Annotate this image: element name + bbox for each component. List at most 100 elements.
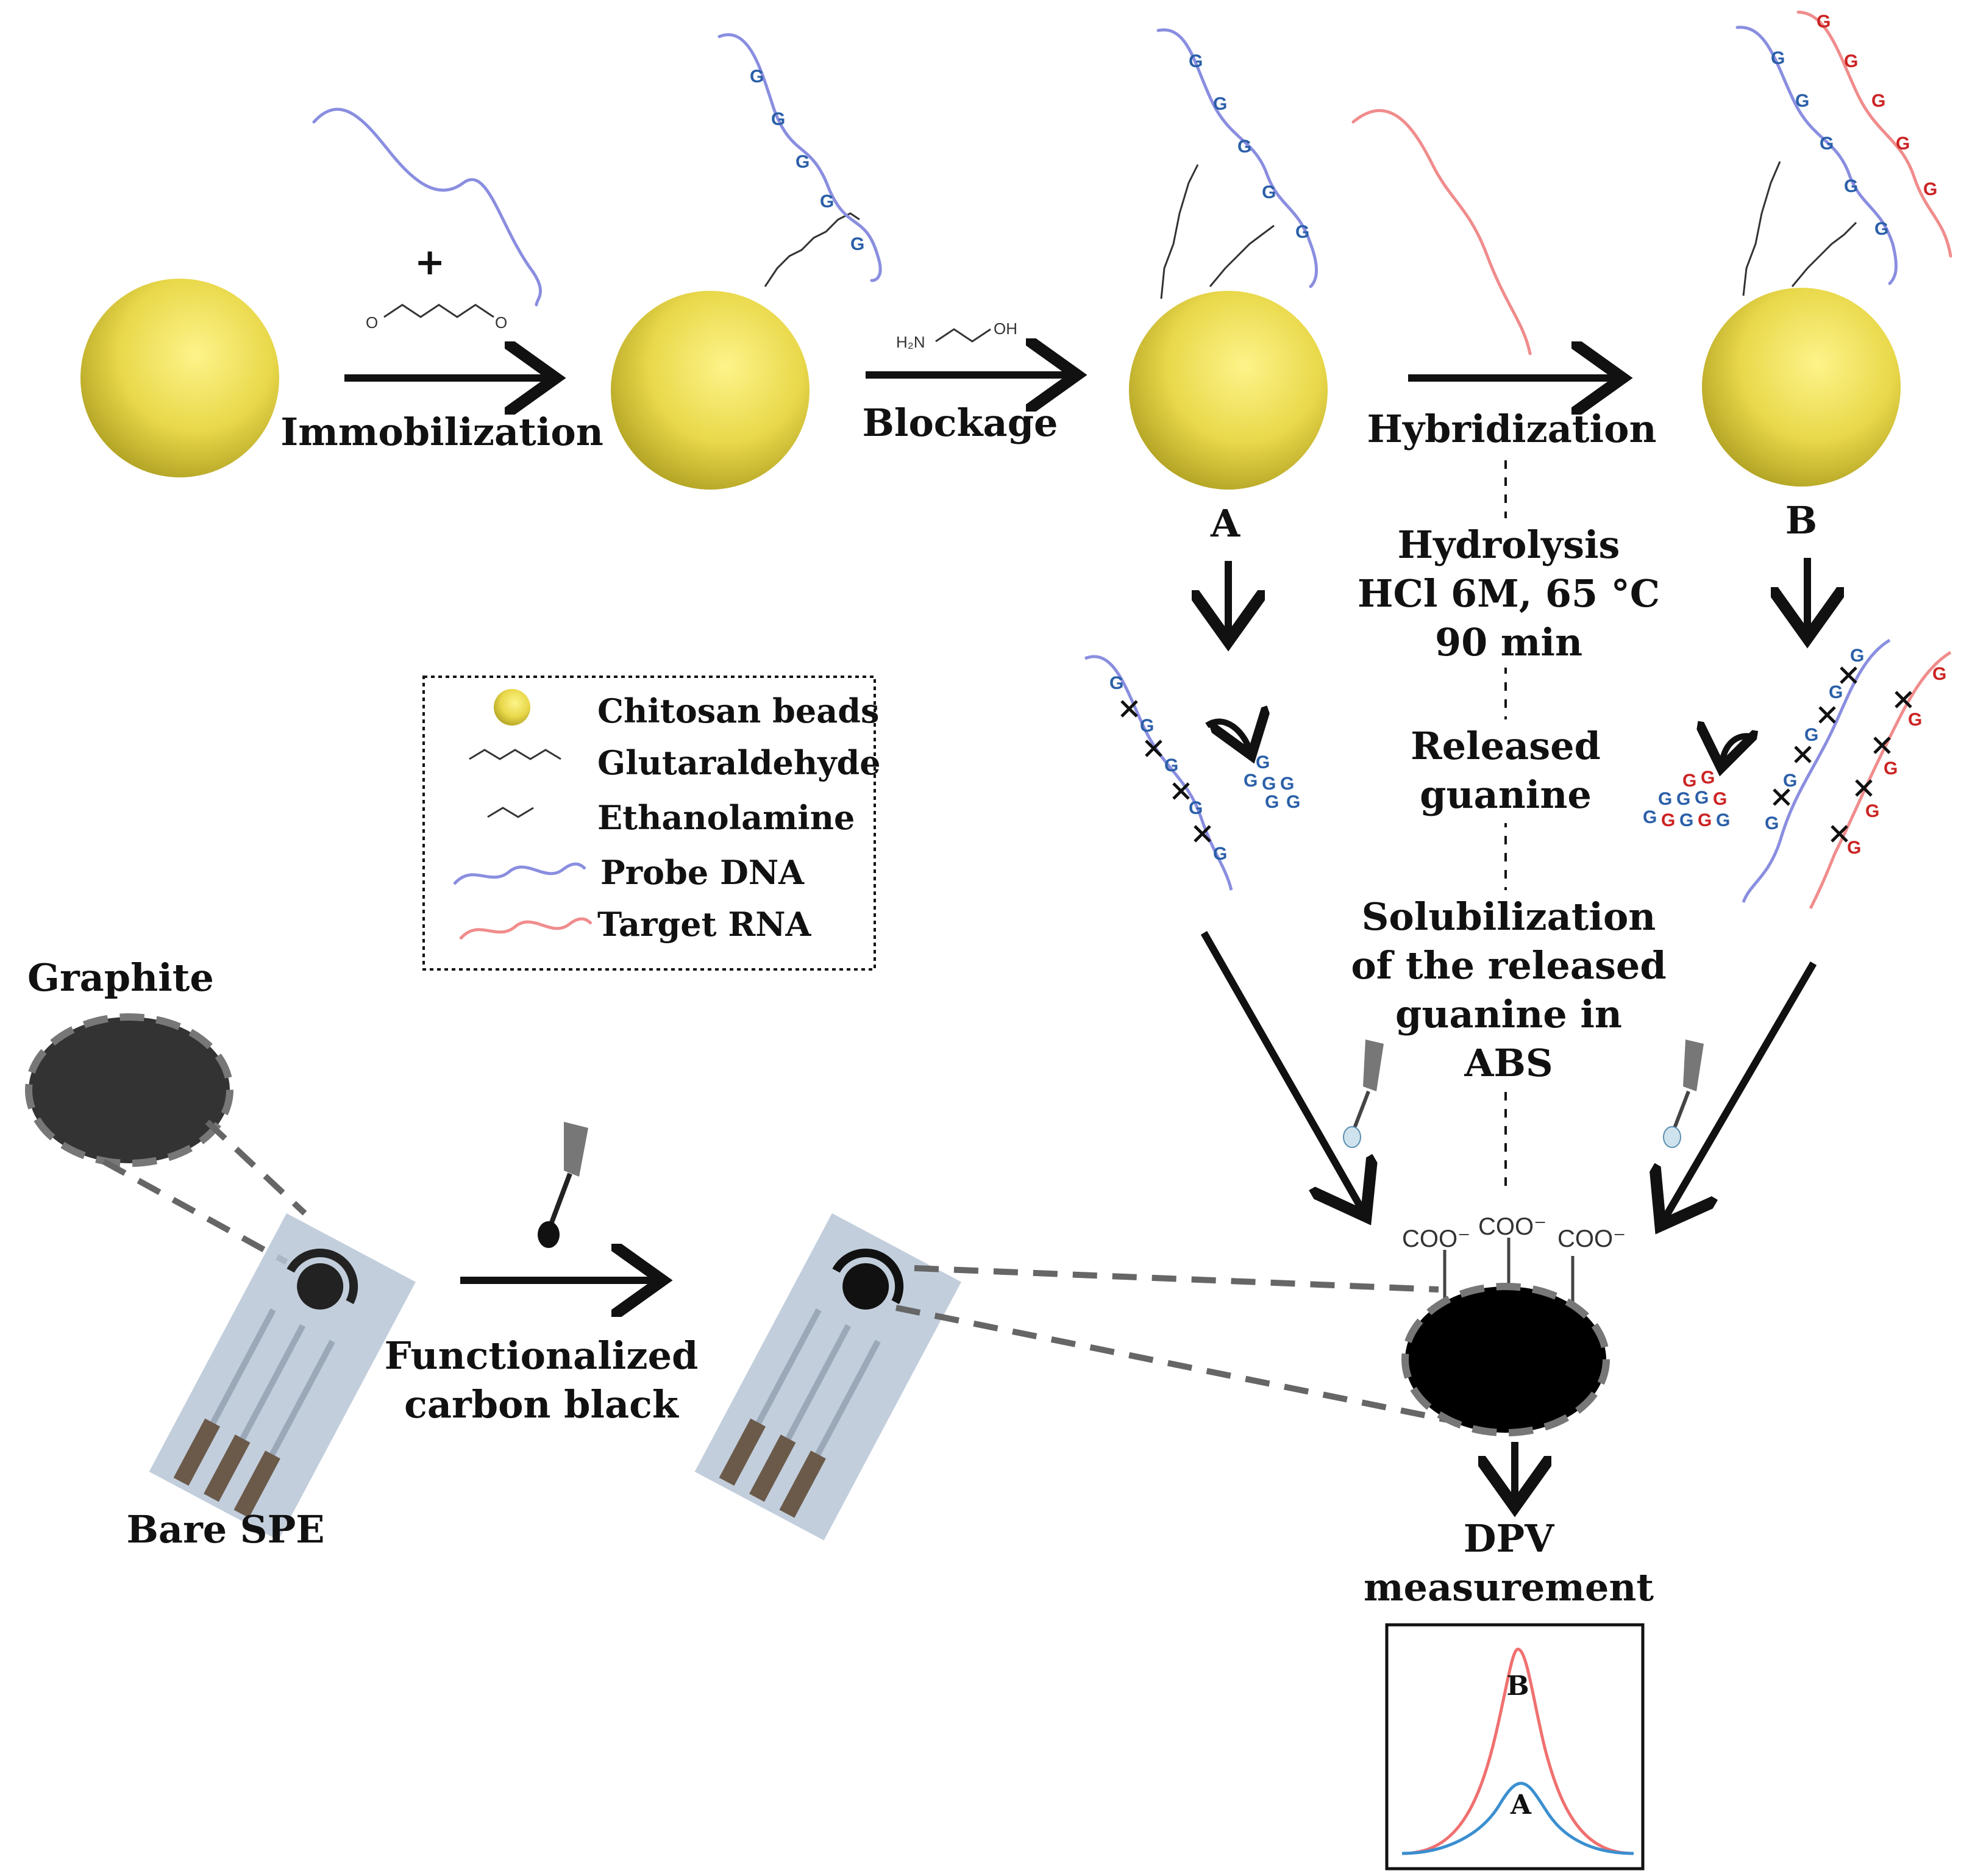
svg-text:G: G	[1783, 771, 1797, 791]
svg-text:G: G	[1189, 798, 1203, 818]
guanine-icon: G	[750, 66, 764, 87]
released-guanine-label: guanine	[1420, 772, 1592, 817]
guanine-icon: G	[1871, 91, 1885, 111]
svg-text:G: G	[1695, 788, 1709, 808]
svg-text:G: G	[1698, 810, 1712, 830]
guanine-icon: G	[850, 234, 864, 254]
curved-arrow-icon	[1205, 722, 1250, 750]
legend-ethanolamine: Ethanolamine	[597, 798, 855, 837]
glutaraldehyde-structure	[383, 304, 494, 318]
sample-b-label: B	[1785, 498, 1817, 543]
zoom-line	[895, 1305, 1451, 1424]
svg-text:G: G	[1865, 801, 1879, 821]
svg-text:G: G	[1682, 771, 1696, 791]
guanine-icon: G	[1874, 219, 1888, 239]
released-guanine-b: G G G G G G G G G G G	[1643, 768, 1730, 830]
fcb-label-2: carbon black	[404, 1382, 680, 1427]
solubilization-line-4: ABS	[1464, 1041, 1553, 1085]
chitosan-bead-1	[80, 279, 279, 477]
svg-text:G: G	[1713, 789, 1727, 809]
working-electrode-zoom	[1401, 1283, 1610, 1436]
solubilization-line-2: of the released	[1351, 943, 1666, 988]
ethanolamine-structure	[935, 328, 991, 343]
guanine-icon: G	[771, 109, 785, 129]
guanine-icon: G	[1820, 134, 1834, 154]
legend-box	[422, 676, 876, 971]
coo-label: COO⁻	[1478, 1213, 1546, 1240]
chitosan-bead-icon	[494, 689, 530, 726]
released-label: Released	[1411, 724, 1601, 768]
arrow-b-to-electrode	[1664, 961, 1817, 1219]
svg-text:G: G	[1847, 838, 1861, 858]
guanine-icon: G	[1817, 12, 1831, 32]
guanine-icon: G	[1237, 137, 1251, 157]
svg-text:G: G	[1256, 752, 1270, 772]
dpv-curve-a	[1401, 1781, 1634, 1855]
hydrolysis-conditions: HCl 6M, 65 °C	[1358, 571, 1660, 616]
svg-text:G: G	[1265, 792, 1279, 812]
pipette-icon	[1343, 1040, 1384, 1148]
svg-text:G: G	[1140, 716, 1154, 736]
svg-text:G: G	[1676, 789, 1690, 809]
chitosan-bead-a	[1129, 291, 1328, 490]
guanine-icon: G	[795, 152, 810, 172]
zoom-line	[914, 1265, 1439, 1293]
svg-text:G: G	[1280, 774, 1294, 794]
svg-text:G: G	[1286, 792, 1300, 812]
dpv-plot-frame	[1385, 1623, 1645, 1871]
nh2-label: H₂N	[896, 333, 925, 351]
legend-chitosan-beads: Chitosan beads	[597, 691, 879, 730]
o-left: O	[366, 313, 378, 332]
chitosan-bead-2	[611, 291, 810, 490]
dpv-peak-b-label: B	[1506, 1671, 1529, 1702]
target-rna-b	[1796, 10, 1952, 258]
hydrolyzed-strands-b: G G G G G G G G G G	[1742, 638, 1952, 910]
released-guanine-a: G G G G G G	[1244, 752, 1300, 812]
svg-text:G: G	[1716, 810, 1730, 830]
guanine-icon: G	[820, 191, 834, 212]
probe-dna-b	[1735, 26, 1898, 285]
linkers-b	[1742, 161, 1857, 296]
svg-text:G: G	[1658, 789, 1672, 809]
linkers-a	[1160, 164, 1275, 299]
pipette-icon	[538, 1122, 588, 1248]
fcb-label-1: Functionalized	[385, 1333, 699, 1378]
svg-text:G: G	[1908, 710, 1922, 730]
svg-text:G: G	[1701, 768, 1715, 788]
svg-text:G: G	[1643, 807, 1657, 827]
probe-dna-free	[312, 107, 542, 307]
dpv-label: DPV	[1464, 1516, 1554, 1561]
dpv-measurement-label: measurement	[1364, 1565, 1654, 1610]
arrow-a-to-electrode	[1200, 931, 1362, 1210]
oh-label: OH	[994, 319, 1017, 338]
pipette-icon	[1663, 1040, 1704, 1148]
target-rna-icon	[459, 917, 593, 940]
hydrolyzed-strand-a: G G G G G	[1084, 655, 1233, 891]
svg-text:G: G	[1850, 646, 1864, 666]
bare-spe-electrode	[149, 1213, 416, 1541]
zoom-line	[205, 1119, 307, 1216]
probe-dna-a	[1156, 28, 1318, 288]
svg-text:G: G	[1213, 844, 1227, 864]
dpv-peak-a-label: A	[1510, 1789, 1532, 1821]
svg-text:G: G	[1661, 810, 1675, 830]
zoom-line	[102, 1158, 288, 1265]
bare-spe-label: Bare SPE	[127, 1507, 325, 1552]
guanine-icon: G	[1189, 51, 1203, 71]
solubilization-line-3: guanine in	[1395, 992, 1622, 1036]
linker-2	[764, 212, 860, 287]
guanine-icon: G	[1295, 222, 1309, 242]
probe-dna-icon	[453, 862, 586, 885]
hydrolysis-time: 90 min	[1435, 620, 1582, 665]
svg-text:G: G	[1884, 758, 1898, 779]
svg-text:G: G	[1765, 813, 1779, 833]
curved-arrow-icon	[1722, 736, 1756, 762]
svg-text:G: G	[1262, 774, 1276, 794]
coo-label: COO⁻	[1402, 1225, 1470, 1252]
guanine-icon: G	[1896, 134, 1910, 154]
o-right: O	[495, 313, 507, 332]
svg-text:G: G	[1804, 725, 1818, 745]
svg-text:G: G	[1109, 673, 1123, 693]
svg-text:G: G	[1164, 755, 1178, 776]
